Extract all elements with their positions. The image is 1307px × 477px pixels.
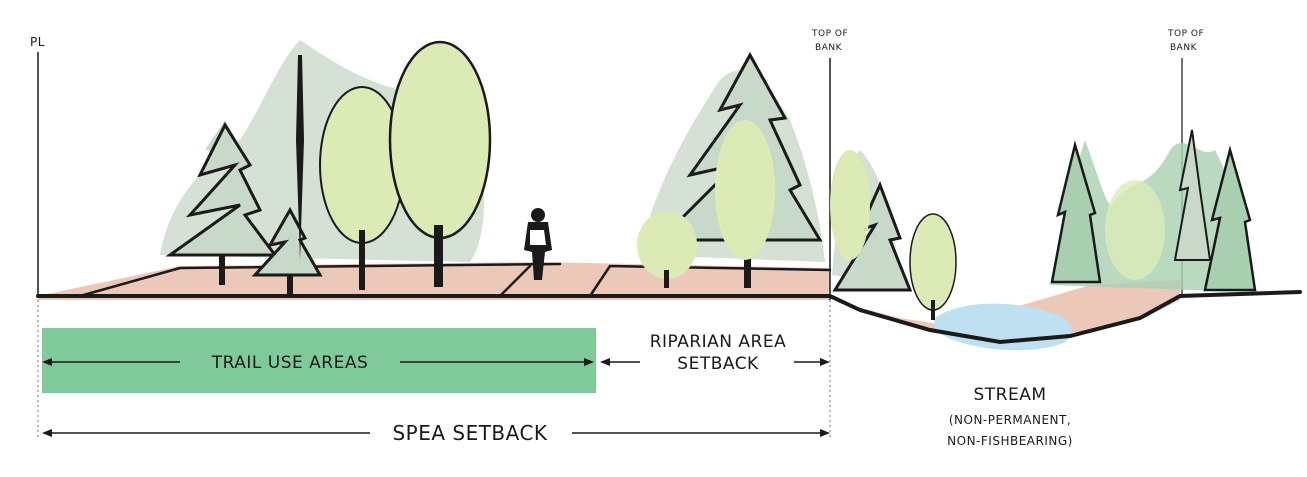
deciduous-tree-6 <box>910 214 956 320</box>
deciduous-tree-5 <box>830 150 870 260</box>
trail-use-areas-label: TRAIL USE AREAS <box>211 353 369 373</box>
deciduous-tree-7 <box>1105 180 1165 280</box>
riparian-setback-label-line1: RIPARIAN AREA <box>650 332 787 352</box>
top-of-bank-label-right-line2: BANK <box>1170 43 1198 53</box>
spea-setback-label: SPEA SETBACK <box>392 421 547 445</box>
property-line-label: PL <box>30 35 45 49</box>
spea-arrowhead-right <box>820 429 830 437</box>
top-of-bank-label-left-line2: BANK <box>815 43 843 53</box>
spea-arrowhead-left <box>42 429 52 437</box>
riparian-setback-label-line2: SETBACK <box>677 354 759 374</box>
stream-label-line3: NON-FISHBEARING) <box>947 434 1073 448</box>
top-of-bank-label-right-line1: TOP OF <box>1167 29 1204 39</box>
stream-label-line1: STREAM <box>973 385 1046 405</box>
deciduous-tree-4 <box>715 120 775 260</box>
riparian-arrowhead-right <box>820 358 830 366</box>
stream-label-line2: (NON-PERMANENT, <box>949 413 1071 427</box>
top-of-bank-label-left-line1: TOP OF <box>811 29 848 39</box>
riparian-arrowhead-left <box>600 358 610 366</box>
